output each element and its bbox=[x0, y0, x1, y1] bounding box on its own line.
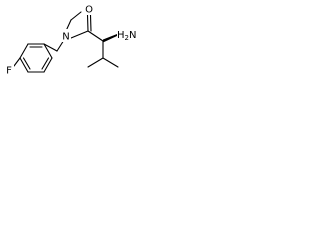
amine-subscript-label: 2 bbox=[125, 34, 129, 42]
bond-ring-fluorine bbox=[13, 57, 21, 67]
bond-n-carbonyl bbox=[70, 30, 89, 39]
ring-inner-double-2 bbox=[22, 57, 31, 70]
ring-bond-6 bbox=[43, 43, 53, 59]
ring-bond-5 bbox=[43, 57, 53, 73]
bond-isopropyl-methyl-right bbox=[102, 57, 119, 68]
bond-isopropyl-methyl-left bbox=[87, 57, 104, 68]
bond-carbonyl-oxygen-2 bbox=[89, 14, 92, 32]
amine-h-label: H bbox=[117, 30, 125, 41]
bond-benzyl-ch2-ring bbox=[43, 43, 58, 52]
fluorine-atom-label: F bbox=[6, 66, 12, 77]
molecule-structure-diagram: N O F H2N bbox=[4, 3, 136, 77]
ring-bond-2 bbox=[19, 43, 29, 59]
ring-inner-double-3 bbox=[41, 57, 50, 70]
amine-group-label: H2N bbox=[117, 30, 136, 42]
amine-n-label: N bbox=[129, 30, 136, 41]
bond-ethyl-ch2-ch3 bbox=[70, 11, 82, 21]
nitrogen-atom-label: N bbox=[62, 32, 69, 43]
oxygen-atom-label: O bbox=[85, 5, 93, 16]
stereo-wedge-bond bbox=[103, 34, 117, 43]
bond-carbonyl-alpha bbox=[87, 30, 104, 42]
ring-bond-3 bbox=[19, 57, 29, 73]
bond-carbonyl-oxygen-1 bbox=[86, 14, 89, 32]
